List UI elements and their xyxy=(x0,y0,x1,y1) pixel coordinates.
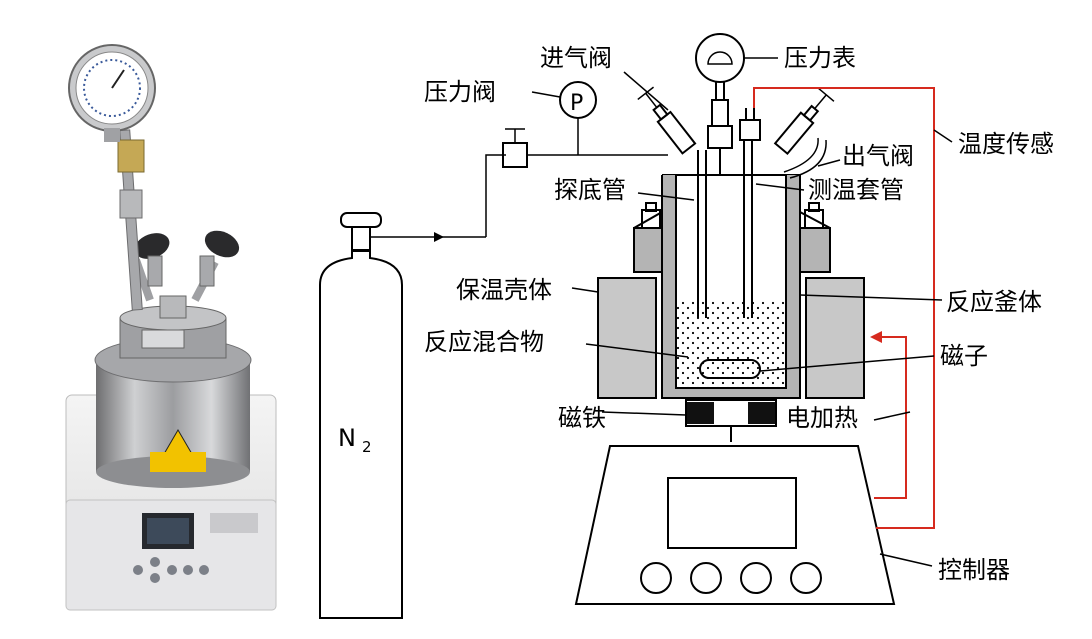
gas-label: N xyxy=(338,424,356,452)
pressure-valve-body xyxy=(502,142,528,168)
gas-line: P xyxy=(485,81,668,237)
reactor-photo xyxy=(65,44,277,611)
reaction-mixture xyxy=(677,300,785,387)
leader-lines xyxy=(571,129,953,567)
label-controller: 控制器 xyxy=(938,556,1010,584)
gauge-symbol xyxy=(695,33,745,83)
label-temp-sensor: 温度传感 xyxy=(958,130,1054,158)
insulation-right xyxy=(805,277,865,399)
label-outlet-valve: 出气阀 xyxy=(842,142,914,170)
label-stir-bar: 磁子 xyxy=(940,342,988,370)
controller-screen xyxy=(667,477,797,549)
insulation-left xyxy=(597,277,657,399)
label-reaction-mixture: 反应混合物 xyxy=(424,328,544,356)
temp-sensor-line xyxy=(753,87,935,529)
photo-buttons xyxy=(133,557,209,583)
magnet-right xyxy=(748,402,776,424)
stir-bar xyxy=(699,359,761,379)
label-electric-heating: 电加热 xyxy=(786,404,858,432)
label-magnet: 磁铁 xyxy=(558,404,606,432)
controller-body xyxy=(574,445,896,605)
label-pressure-gauge: 压力表 xyxy=(784,44,856,72)
label-thermowell: 测温套管 xyxy=(808,176,904,204)
label-pressure-valve: 压力阀 xyxy=(424,78,496,106)
label-inlet-valve: 进气阀 xyxy=(540,44,612,72)
pressure-symbol-circle xyxy=(559,81,597,119)
nitrogen-cylinder: N 2 xyxy=(319,212,486,619)
magnet-left xyxy=(686,402,714,424)
label-insulation-shell: 保温壳体 xyxy=(456,276,552,304)
photo-valve-knob-right xyxy=(204,230,240,258)
pressure-symbol: P xyxy=(570,91,583,116)
gas-subscript: 2 xyxy=(362,438,372,456)
heating-line xyxy=(874,336,907,499)
photo-valve-knob-left xyxy=(134,233,170,259)
label-reactor-body: 反应釜体 xyxy=(946,288,1042,316)
label-dip-tube: 探底管 xyxy=(554,176,626,204)
reactor-schematic xyxy=(574,33,935,605)
labels: 进气阀 压力表 压力阀 温度传感 出气阀 探底管 测温套管 保温壳体 反应釜体 … xyxy=(424,44,1054,584)
